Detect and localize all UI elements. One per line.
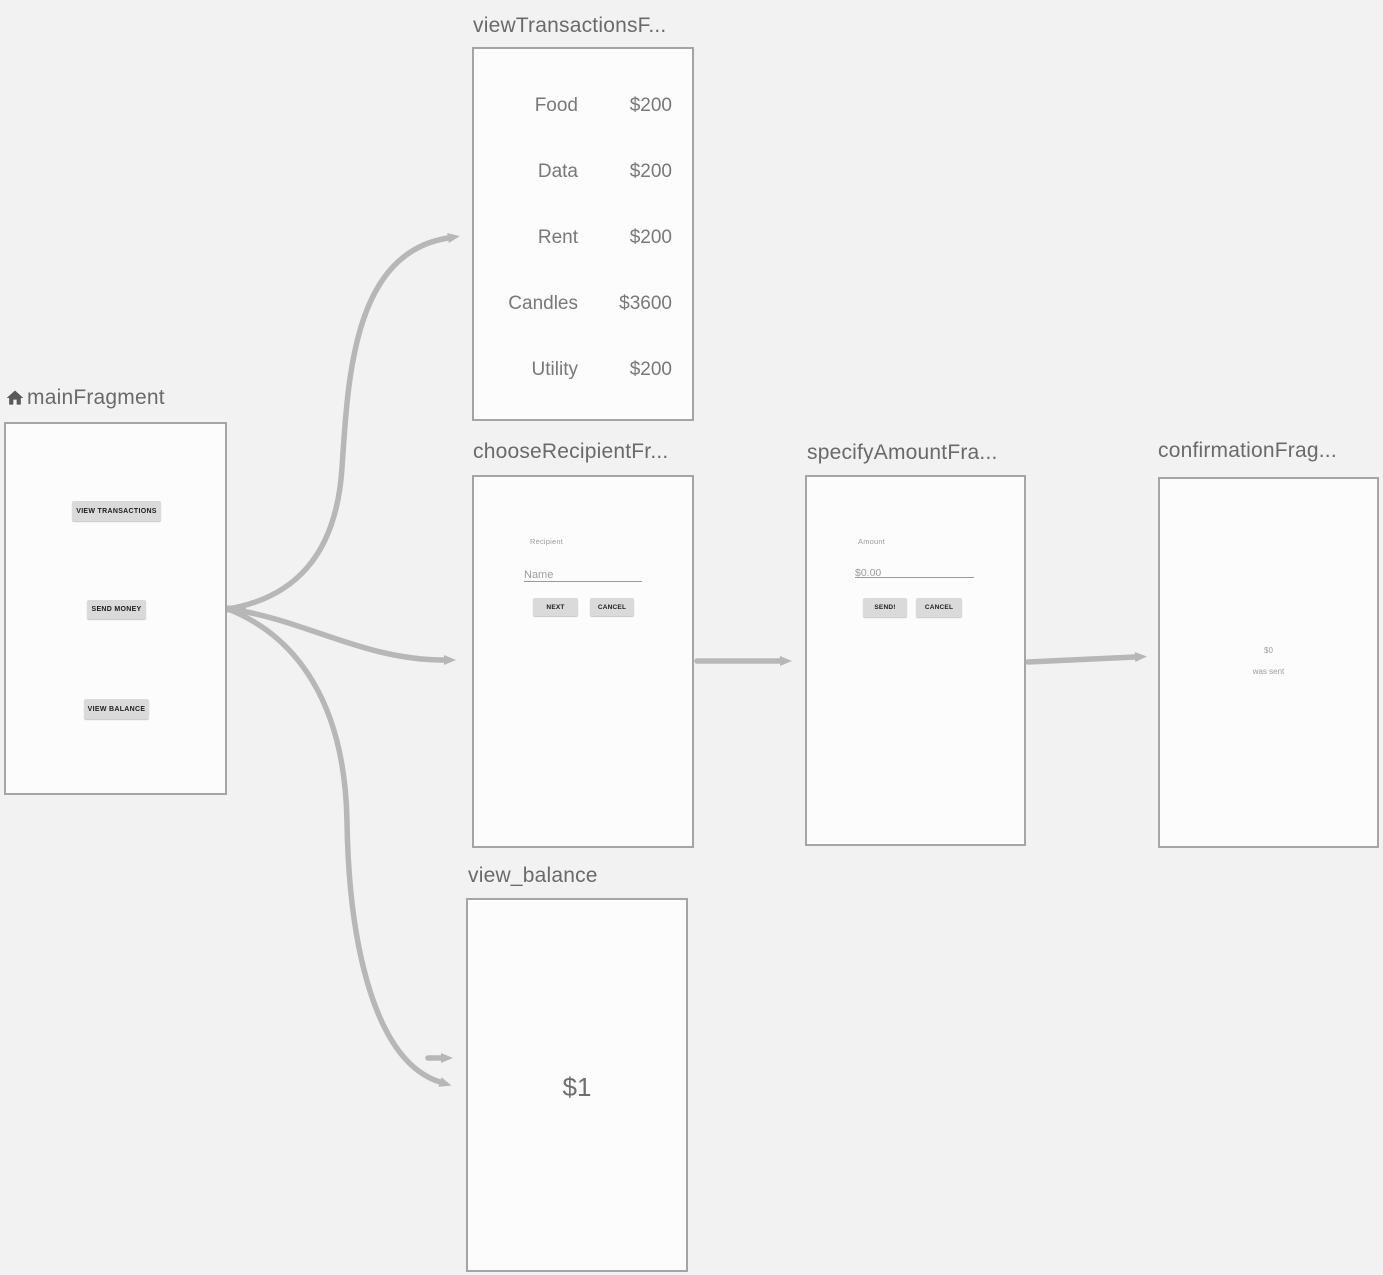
cancel-button[interactable]: CANCEL — [916, 598, 962, 617]
action-main-to-choose-recipient[interactable] — [225, 606, 456, 665]
action-main-to-view-transactions[interactable] — [225, 233, 460, 612]
transactions-list: Food $200 Data $200 Rent $200 Candles $3… — [474, 73, 692, 403]
fragment-label-view-transactions[interactable]: viewTransactionsF... — [473, 14, 667, 37]
amount-field-label: Amount — [858, 537, 886, 546]
transaction-amount: $200 — [629, 359, 672, 380]
recipient-field-label: Recipient — [530, 537, 564, 546]
fragment-label-choose-recipient[interactable]: chooseRecipientFr... — [473, 440, 669, 463]
fragment-label-confirmation[interactable]: confirmationFrag... — [1158, 439, 1337, 462]
recipient-name-placeholder: Name — [524, 569, 554, 581]
amount-placeholder: $0.00 — [855, 567, 882, 579]
fragment-card-specify-amount[interactable]: Amount $0.00 SEND! CANCEL — [805, 475, 1026, 846]
transaction-name: Rent — [537, 227, 578, 248]
transaction-name: Data — [537, 161, 578, 182]
send-button[interactable]: SEND! — [863, 598, 907, 617]
transaction-amount: $200 — [629, 95, 672, 116]
fragment-card-main[interactable]: VIEW TRANSACTIONS SEND MONEY VIEW BALANC… — [4, 422, 227, 795]
home-icon — [6, 390, 24, 405]
confirmation-message: was sent — [1252, 667, 1285, 676]
transaction-name: Candles — [508, 293, 578, 314]
transaction-amount: $3600 — [619, 293, 672, 314]
send-money-button[interactable]: SEND MONEY — [87, 600, 146, 619]
next-button[interactable]: NEXT — [533, 598, 578, 616]
transaction-row: Utility $200 — [474, 337, 692, 403]
transaction-amount: $200 — [629, 161, 672, 182]
balance-amount: $1 — [562, 1072, 592, 1102]
fragment-label-main[interactable]: mainFragment — [27, 386, 165, 409]
fragment-card-view-transactions[interactable]: Food $200 Data $200 Rent $200 Candles $3… — [472, 47, 694, 421]
action-main-to-view-balance[interactable] — [225, 606, 452, 1087]
amount-input[interactable]: $0.00 — [855, 563, 974, 579]
transaction-row: Candles $3600 — [474, 271, 692, 337]
transaction-row: Rent $200 — [474, 205, 692, 271]
fragment-card-confirmation[interactable]: $0 was sent — [1158, 477, 1379, 848]
fragment-label-specify-amount[interactable]: specifyAmountFra... — [807, 441, 998, 464]
transaction-name: Utility — [531, 359, 578, 380]
transaction-name: Food — [534, 95, 578, 116]
cancel-button[interactable]: CANCEL — [590, 598, 634, 616]
transaction-row: Food $200 — [474, 73, 692, 139]
fragment-card-choose-recipient[interactable]: Recipient Name NEXT CANCEL — [472, 475, 694, 848]
fragment-label-view-balance[interactable]: view_balance — [468, 864, 598, 887]
confirmation-amount: $0 — [1264, 646, 1273, 655]
fragment-card-view-balance[interactable]: $1 — [466, 898, 688, 1272]
view-balance-button[interactable]: VIEW BALANCE — [84, 699, 149, 719]
recipient-name-input[interactable]: Name — [524, 565, 642, 582]
transaction-amount: $200 — [629, 227, 672, 248]
transaction-row: Data $200 — [474, 139, 692, 205]
action-specify-amount-to-confirmation[interactable] — [1025, 652, 1147, 665]
view-transactions-button[interactable]: VIEW TRANSACTIONS — [72, 501, 161, 521]
